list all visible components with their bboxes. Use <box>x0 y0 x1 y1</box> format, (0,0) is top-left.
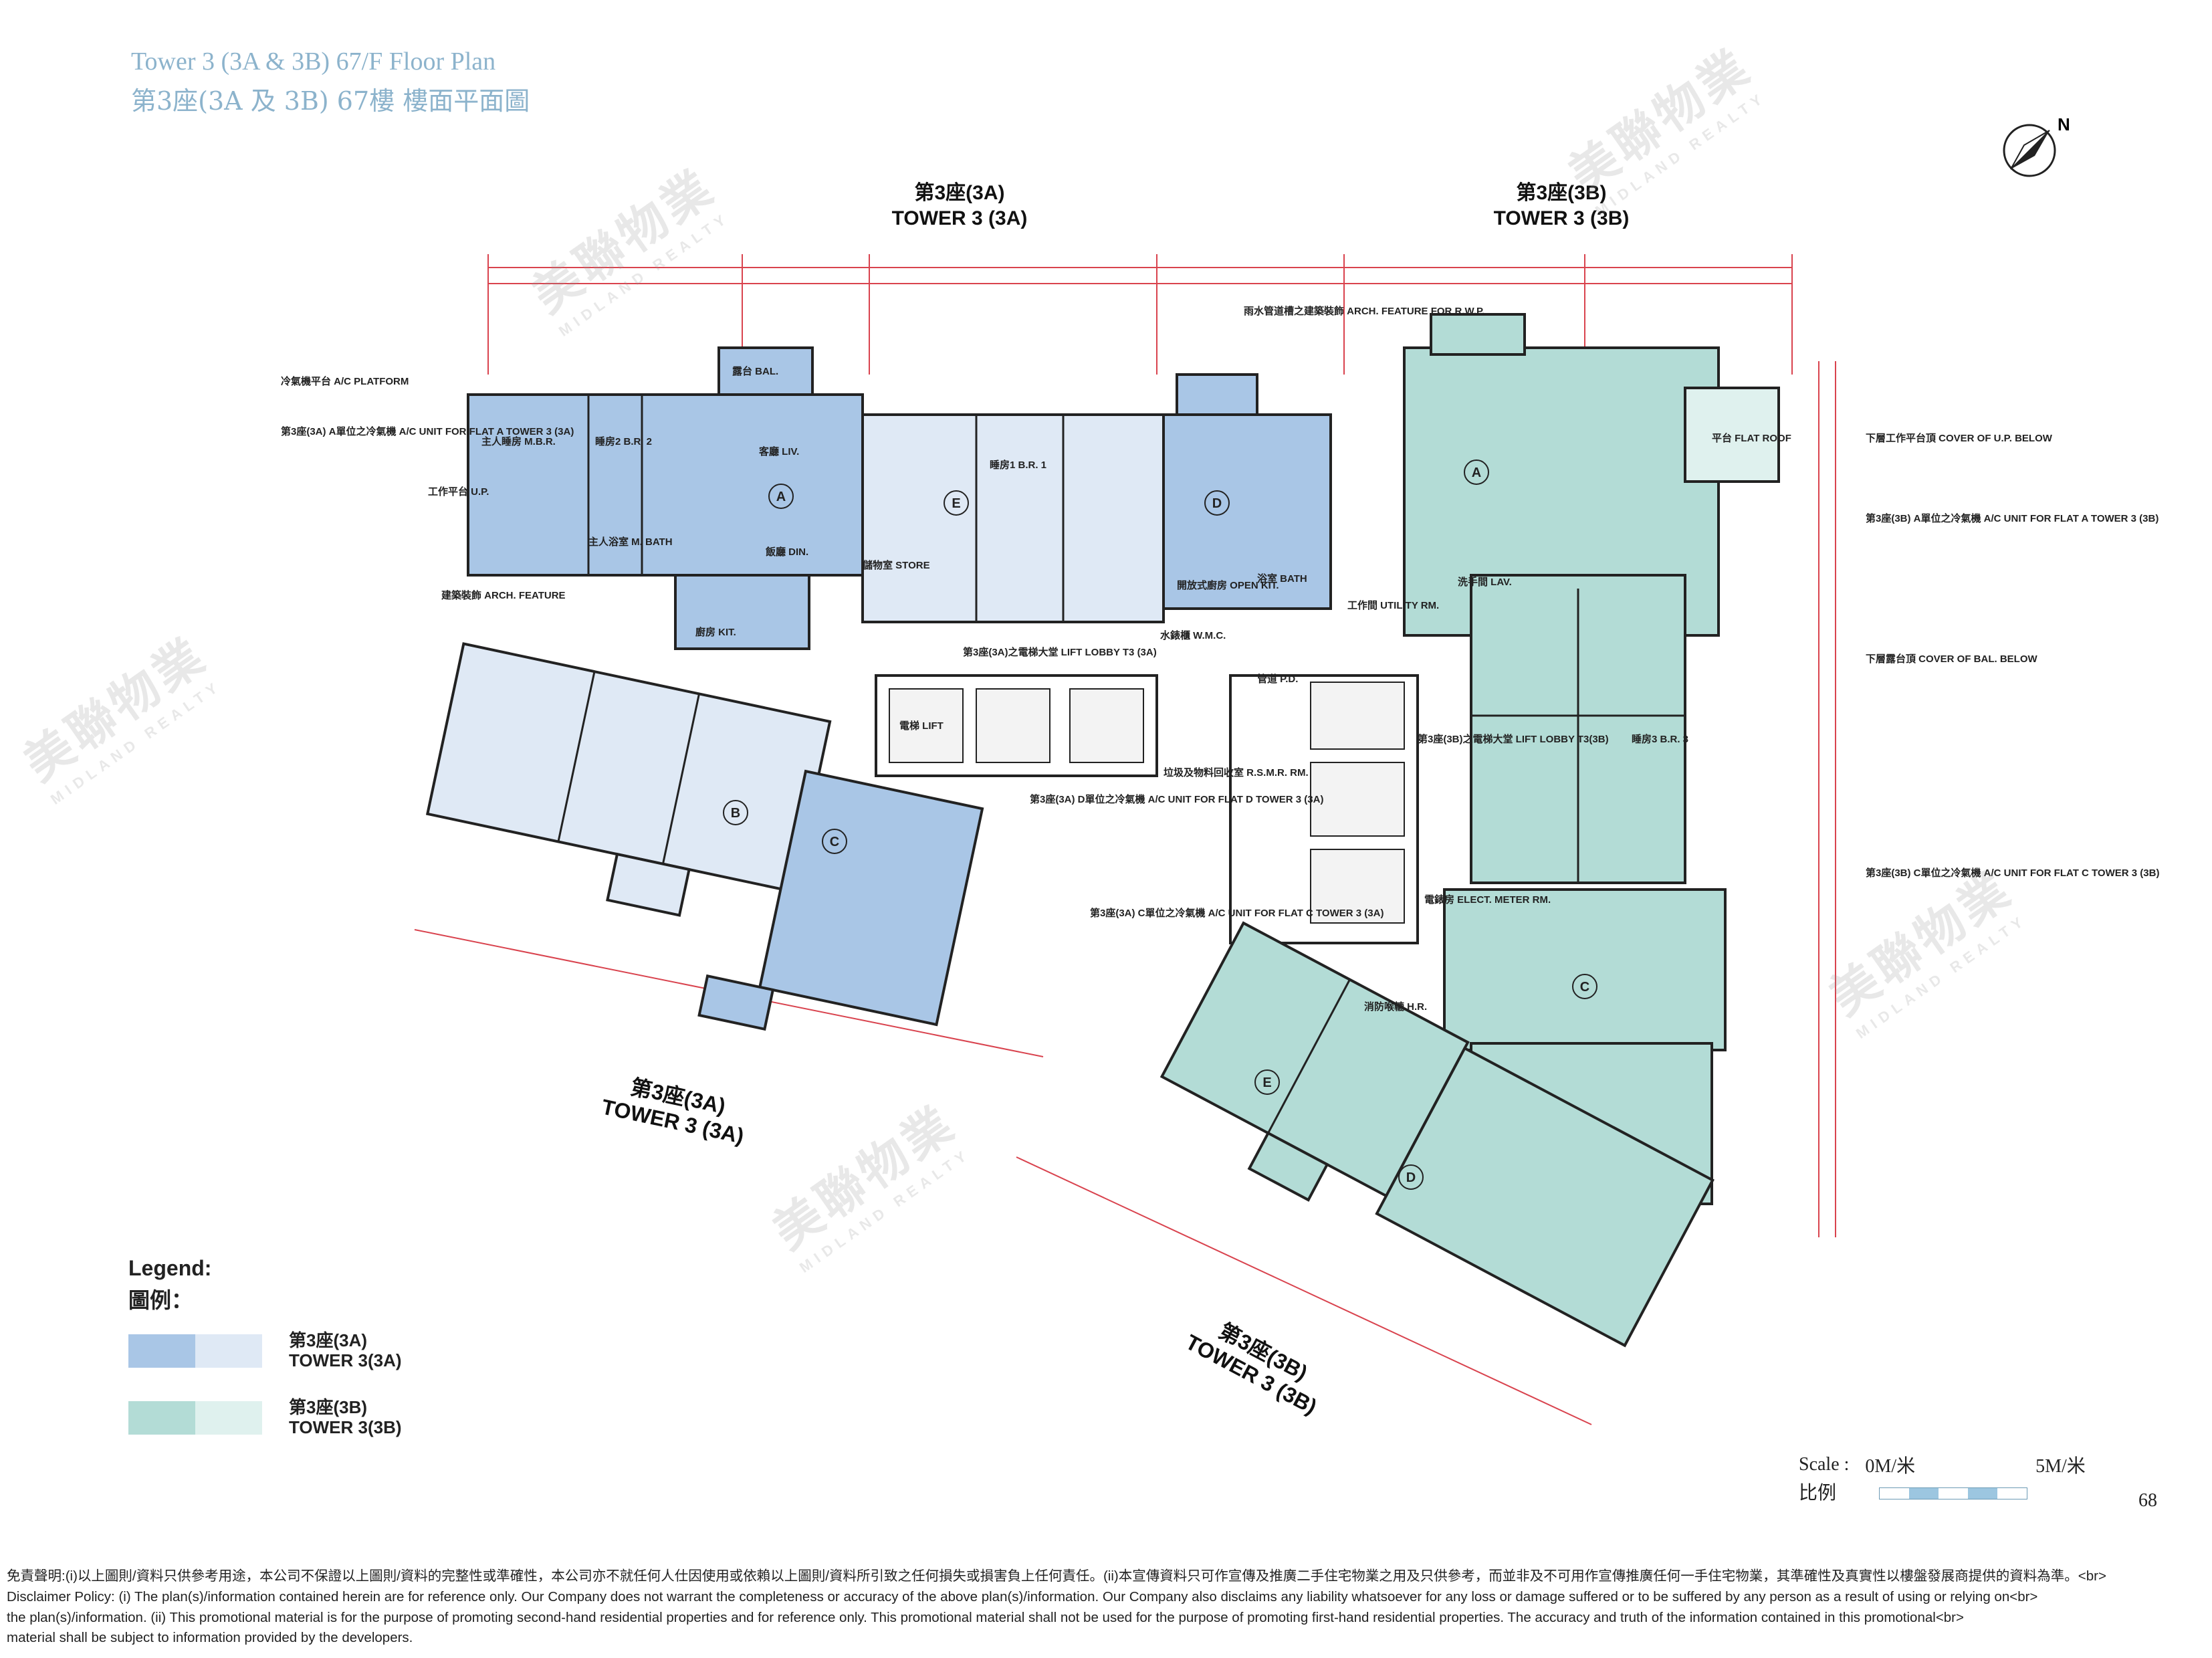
scale-end: 5M/米 <box>2035 1456 2086 1477</box>
legend-item-3a: 第3座(3A) TOWER 3(3A) <box>128 1330 402 1371</box>
disclaimer-line: the plan(s)/information. (ii) This promo… <box>7 1609 1964 1625</box>
disclaimer-line: 免責聲明:(i)以上圖則/資料只供參考用途，本公司不保證以上圖則/資料的完整性或… <box>7 1568 2106 1584</box>
note-refuse-room: 垃圾及物料回收室 R.S.M.R. RM. <box>1164 766 1309 779</box>
tower-header-3a-en: TOWER 3 (3A) <box>891 207 1028 229</box>
room-label-pd: 管道 P.D. <box>1257 673 1298 685</box>
scale: Scale : 0M/米 5M/米 比例 <box>1799 1451 2086 1505</box>
note-elect-meter-room: 電錶房 ELECT. METER RM. <box>1424 894 1551 906</box>
scale-start: 0M/米 <box>1865 1456 1916 1477</box>
tower-header-3b-en: TOWER 3 (3B) <box>1493 207 1630 229</box>
room-label-wmc: 水錶櫃 W.M.C. <box>1160 629 1226 641</box>
legend-title: Legend: 圖例： <box>128 1252 211 1316</box>
flat-label-3a-d: D <box>1212 496 1222 511</box>
disclaimer-line: material shall be subject to information… <box>7 1630 413 1646</box>
flat-label-3b-c: C <box>1580 980 1589 995</box>
room-label-bal: 露台 BAL. <box>732 365 778 377</box>
note-cover-up-below: 下層工作平台頂 COVER OF U.P. BELOW <box>1866 432 2053 444</box>
north-arrow-icon: N <box>2003 114 2070 177</box>
disclaimer-line: Disclaimer Policy: (i) The plan(s)/infor… <box>7 1588 2038 1604</box>
legend-item-3b: 第3座(3B) TOWER 3(3B) <box>128 1397 402 1438</box>
page-title-en: Tower 3 (3A & 3B) 67/F Floor Plan <box>131 47 496 76</box>
note-arch-feature: 建築裝飾 ARCH. FEATURE <box>441 589 566 601</box>
room-label-kit: 廚房 KIT. <box>695 626 736 638</box>
room-label-din: 飯廳 DIN. <box>765 546 808 558</box>
tower-3a-lower-wing <box>425 642 984 1031</box>
flat-label-3b-d: D <box>1406 1170 1416 1185</box>
room-label-br3: 睡房3 B.R. 3 <box>1632 733 1688 745</box>
lift-lobby-3b: 第3座(3B)之電梯大堂 LIFT LOBBY T3(3B) <box>1418 733 1609 745</box>
note-ac-platform: 冷氣機平台 A/C PLATFORM <box>281 375 409 387</box>
tower-3b-upper-wing <box>1403 313 1780 1205</box>
lift-lobby-3a: 第3座(3A)之電梯大堂 LIFT LOBBY T3 (3A) <box>963 646 1157 658</box>
room-label-store: 儲物室 STORE <box>863 559 930 571</box>
tower-header-3b-zh: 第3座(3B) <box>1516 182 1607 204</box>
legend-label-3b-zh: 第3座(3B) <box>289 1397 368 1417</box>
legend-swatch-3a <box>128 1334 262 1368</box>
room-label-up: 工作平台 U.P. <box>428 486 489 498</box>
scale-label-zh: 比例 <box>1799 1483 1837 1504</box>
flat-label-3a-c: C <box>830 835 839 849</box>
north-label: N <box>2058 114 2070 134</box>
note-ac-unit-3a-a: 第3座(3A) A單位之冷氣機 A/C UNIT FOR FLAT A TOWE… <box>281 425 574 437</box>
flat-label-3b-e: E <box>1262 1075 1271 1090</box>
room-label-utility: 工作間 UTILITY RM. <box>1347 599 1439 611</box>
note-ac-unit-3b-c: 第3座(3B) C單位之冷氣機 A/C UNIT FOR FLAT C TOWE… <box>1866 867 2159 879</box>
room-label-br2: 睡房2 B.R. 2 <box>595 435 652 447</box>
note-fire-hose-reel: 消防喉轆 H.R. <box>1364 1001 1427 1013</box>
flat-label-3a-e: E <box>952 496 960 511</box>
legend-title-en: Legend: <box>128 1256 212 1280</box>
note-ac-unit-3b-a: 第3座(3B) A單位之冷氣機 A/C UNIT FOR FLAT A TOWE… <box>1866 512 2159 524</box>
tower-header-3b: 第3座(3B) TOWER 3 (3B) <box>1451 181 1672 231</box>
flat-label-3a-a: A <box>776 490 786 504</box>
disclaimer: 免責聲明:(i)以上圖則/資料只供參考用途，本公司不保證以上圖則/資料的完整性或… <box>7 1566 2207 1649</box>
room-label-liv: 客廳 LIV. <box>758 445 799 457</box>
room-label-flat-roof: 平台 FLAT ROOF <box>1712 432 1791 444</box>
page-title-zh: 第3座(3A 及 3B) 67樓 樓面平面圖 <box>131 86 530 116</box>
room-label-br1: 睡房1 B.R. 1 <box>990 459 1046 471</box>
dimension-lines <box>414 254 1836 1425</box>
page-number: 68 <box>2138 1490 2157 1511</box>
legend-swatch-3b <box>128 1401 262 1435</box>
room-label-mbr: 主人睡房 M.B.R. <box>481 435 556 447</box>
room-label-lift: 電梯 LIFT <box>899 720 944 732</box>
legend-label-3b-en: TOWER 3(3B) <box>289 1417 402 1437</box>
note-ac-unit-3a-c: 第3座(3A) C單位之冷氣機 A/C UNIT FOR FLAT C TOWE… <box>1090 907 1384 919</box>
legend-label-3a-en: TOWER 3(3A) <box>289 1350 402 1370</box>
room-label-lav: 洗手間 LAV. <box>1458 576 1512 588</box>
tower-3b-lower-wing <box>1159 921 1715 1348</box>
tower-3a-upper-wing <box>467 346 1332 650</box>
flat-markers <box>723 459 1597 1190</box>
room-label-mbath: 主人浴室 M. BATH <box>588 536 673 548</box>
lift-core <box>875 674 1419 944</box>
note-ac-unit-3a-d: 第3座(3A) D單位之冷氣機 A/C UNIT FOR FLAT D TOWE… <box>1030 793 1323 805</box>
tower-header-3a-zh: 第3座(3A) <box>914 182 1005 204</box>
legend-label-3a-zh: 第3座(3A) <box>289 1330 368 1350</box>
scale-bar <box>1879 1487 2027 1499</box>
scale-label-en: Scale : <box>1799 1454 1850 1475</box>
note-cover-bal-below: 下層露台頂 COVER OF BAL. BELOW <box>1866 653 2038 665</box>
room-label-open-kit: 開放式廚房 OPEN KIT. <box>1177 579 1279 591</box>
legend-title-zh: 圖例： <box>128 1288 193 1312</box>
tower-header-3a: 第3座(3A) TOWER 3 (3A) <box>849 181 1070 231</box>
flat-label-3a-b: B <box>731 806 740 821</box>
room-label-bath: 浴室 BATH <box>1257 573 1307 585</box>
flat-label-3b-a: A <box>1472 465 1481 480</box>
note-arch-feature-rwp: 雨水管道槽之建築裝飾 ARCH. FEATURE FOR R.W.P. <box>1244 305 1484 317</box>
